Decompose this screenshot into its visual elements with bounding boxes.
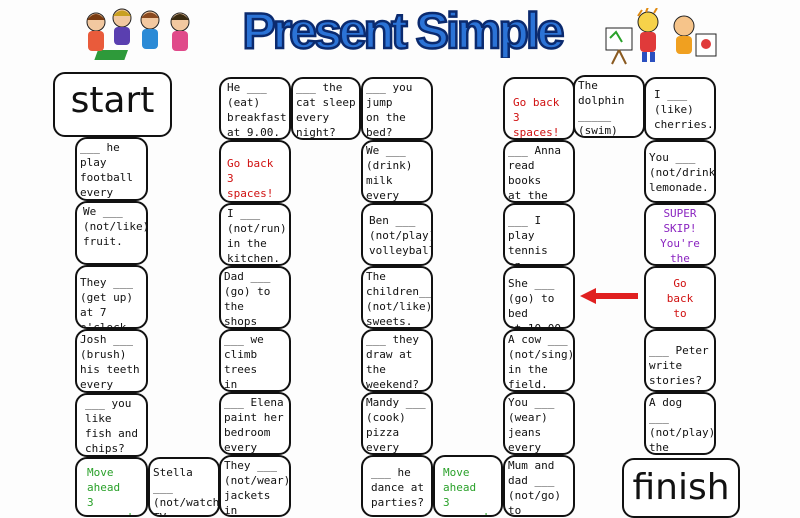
board-square: Move ahead 3 spaces! (75, 457, 148, 517)
board-square: ___ Peter write stories? (644, 329, 716, 392)
board-square: Mandy ___ (cook) pizza every Saturday. (361, 392, 433, 455)
board-square: He ___ (eat) breakfast at 9.00. (219, 77, 291, 140)
arrow-left-icon (580, 288, 638, 304)
board-square: A cow ___ (not/sing) in the field. (503, 329, 575, 392)
board-square: They ___ (get up) at 7 o'clock. (75, 265, 148, 329)
start-square: start (53, 72, 172, 137)
board-square: Go back to (644, 266, 716, 329)
board-square: SUPER SKIP! You're the winner! (644, 203, 716, 266)
board-square: ___ the cat sleep every night? (291, 77, 361, 140)
board-square: We ___ (drink) milk every morning. (361, 140, 433, 203)
board-square: ___ I play tennis on Fridays? (503, 203, 575, 266)
board-square: The children___ (not/like) sweets. (361, 266, 433, 329)
board-square: The dolphin _____ (swim) in the sea. (573, 75, 645, 138)
board-square: ___ they draw at the weekend? (361, 329, 433, 392)
board-square: ___ he play football every Sunday? (75, 137, 148, 201)
board-square: A dog ___ (not/play) the guitar. (644, 392, 716, 455)
board-square: ___ we climb trees in autumn? (219, 329, 291, 392)
board-square: Mum and dad ___ (not/go) to school. (503, 455, 575, 517)
board-square: You ___ (not/drink) lemonade. (644, 140, 716, 203)
board-square: ___ you jump on the bed? (361, 77, 433, 140)
board-square: Move ahead 3 spaces! (433, 455, 503, 517)
board-square: ___ Anna read books at the weekend? (503, 140, 575, 203)
finish-square: finish (622, 458, 740, 518)
children-illustration (80, 6, 205, 64)
board-square: They ___ (not/wear) jackets in summer. (219, 455, 291, 517)
board-square: I ___ (like) cherries. (644, 77, 716, 140)
board-square: Stella ___ (not/watch) TV. (148, 457, 220, 517)
board-square: ___ Elena paint her bedroom every year? (219, 392, 291, 455)
board-square: She ___ (go) to bed at 10.00. (503, 266, 575, 329)
board-square: Go back 3 spaces! (503, 77, 575, 140)
board-square: ___ he dance at parties? (361, 455, 433, 517)
board-square: Ben ___ (not/play) volleyball. (361, 203, 433, 266)
board-square: We ___ (not/like) fruit. (75, 201, 148, 265)
title-text: Present Simple (242, 3, 563, 58)
painting-kid-illustration (600, 6, 720, 66)
board-square: ___ you like fish and chips? (75, 393, 148, 457)
board-square: Dad ___ (go) to the shops on Mondays. (219, 266, 291, 329)
board-square: Josh ___ (brush) his teeth every day. (75, 329, 148, 393)
board-square: I ___ (not/run) in the kitchen. (219, 203, 291, 266)
board-square: Go back 3 spaces! (219, 140, 291, 203)
board-square: You ___ (wear) jeans every day. (503, 392, 575, 455)
page-title: Present Simple (230, 2, 575, 58)
